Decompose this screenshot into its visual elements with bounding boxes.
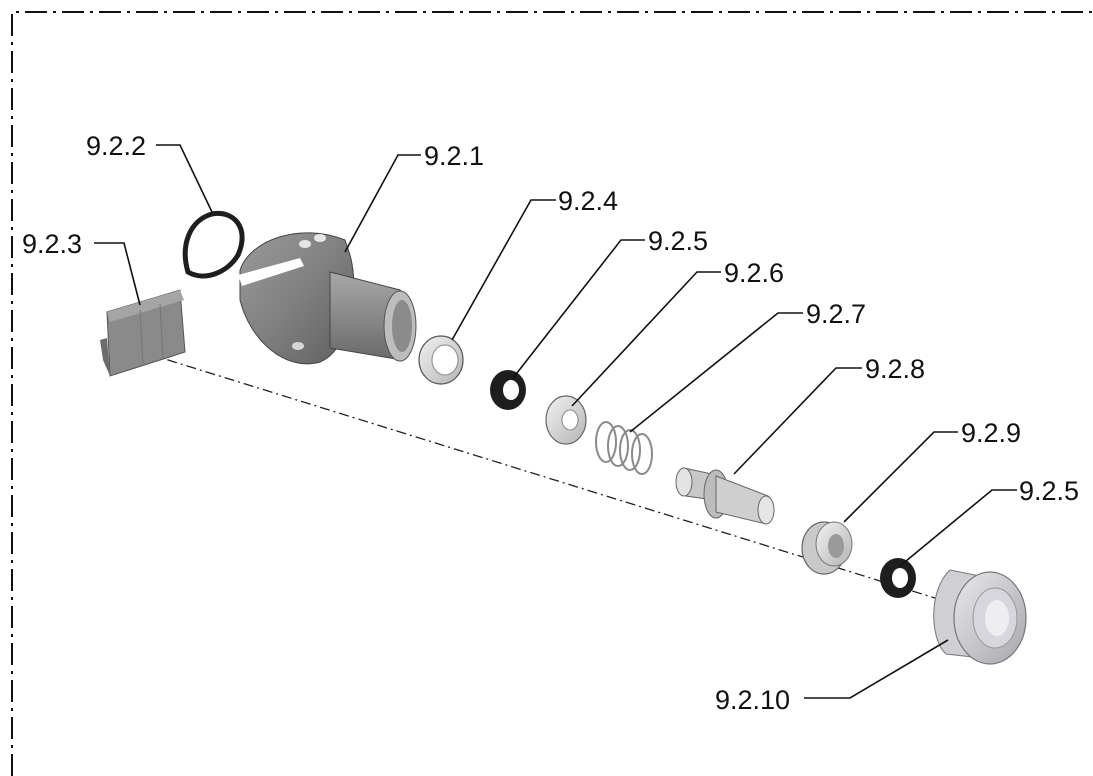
callout-9-2-10: 9.2.10 [715,685,790,715]
callout-9-2-4: 9.2.4 [558,186,618,216]
callout-9-2-9: 9.2.9 [961,418,1021,448]
callout-9-2-7: 9.2.7 [806,299,866,329]
leader-9-2-3 [94,242,141,306]
leader-lines [94,144,1017,699]
part-threaded-ring [418,335,464,385]
leader-9-2-6 [571,271,721,407]
callout-9-2-5-first: 9.2.5 [648,226,708,256]
part-o-ring [182,210,245,279]
part-clip [100,289,186,377]
drawing-frame [11,11,1093,776]
leader-9-2-10 [804,639,949,699]
part-bushing [801,521,853,575]
callout-9-2-8: 9.2.8 [865,354,925,384]
callout-9-2-6: 9.2.6 [724,258,784,288]
leader-9-2-4 [451,199,556,341]
part-housing [238,232,417,365]
leader-9-2-2 [156,144,213,213]
leader-9-2-5a [512,239,645,379]
part-spring [595,421,653,475]
callout-9-2-2: 9.2.2 [86,131,146,161]
callout-9-2-3: 9.2.3 [22,229,82,259]
assembly-axis [109,341,981,613]
part-seal-second [880,558,916,598]
callout-9-2-1: 9.2.1 [424,141,484,171]
part-washer [545,395,587,445]
leader-9-2-1 [344,154,421,253]
part-seal-first [490,370,526,410]
callout-9-2-5-second: 9.2.5 [1019,476,1079,506]
leader-9-2-9 [843,431,958,523]
part-cap [933,569,1027,665]
leader-9-2-7 [629,312,803,433]
leader-9-2-8 [733,367,862,475]
leader-9-2-5b [899,489,1017,567]
part-stem [675,467,775,525]
